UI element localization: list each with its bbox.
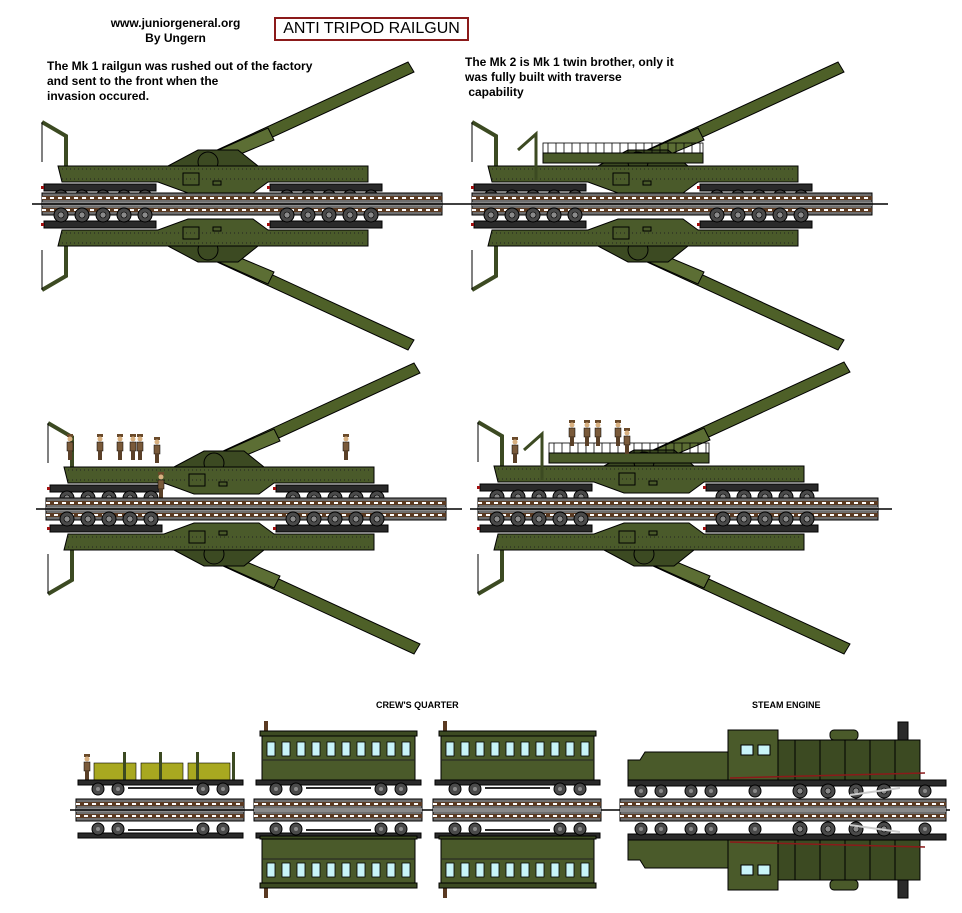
mk1-description: The Mk 1 railgun was rushed out of the f… xyxy=(47,59,313,103)
steam-engine-label: STEAM ENGINE xyxy=(752,700,821,710)
crew-car-1-model xyxy=(253,720,423,899)
credit-author: By Ungern xyxy=(145,31,206,45)
mk2-railgun-model xyxy=(460,62,888,350)
credit-site: www.juniorgeneral.org xyxy=(110,16,241,30)
page-title: ANTI TRIPOD RAILGUN xyxy=(274,17,469,41)
ammo-flatcar-model xyxy=(75,752,245,838)
mk2-crew-railgun-model xyxy=(470,362,892,654)
steam-engine-model xyxy=(619,721,946,898)
mk1-crew-railgun-model xyxy=(36,363,462,654)
credit: www.juniorgeneral.org By Ungern xyxy=(98,16,253,46)
mk2-description: The Mk 2 is Mk 1 twin brother, only it w… xyxy=(465,55,674,99)
crew-car-2-model xyxy=(432,720,602,899)
crew-quarter-label: CREW'S QUARTER xyxy=(376,700,459,710)
mk1-railgun-model xyxy=(32,62,460,350)
shell-crates xyxy=(93,752,235,781)
